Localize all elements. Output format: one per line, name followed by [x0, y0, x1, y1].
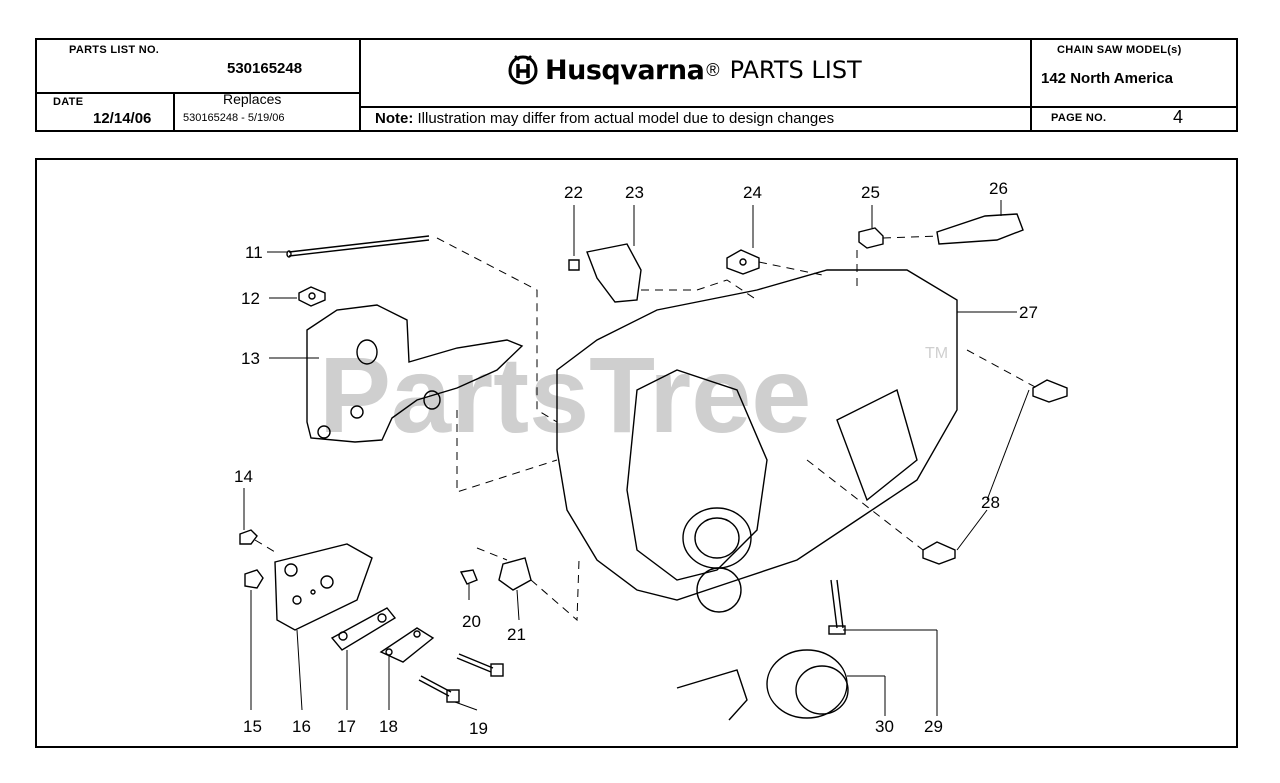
part-26-tool — [936, 213, 1024, 245]
part-17-plate — [330, 607, 397, 651]
parts-list-header: PARTS LIST NO. 530165248 DATE 12/14/06 R… — [35, 38, 1238, 132]
callout-19: 19 — [469, 719, 488, 738]
part-12-nut — [298, 286, 326, 307]
replaces-value: 530165248 - 5/19/06 — [183, 112, 285, 124]
parts-list-title: PARTS LIST — [729, 56, 862, 84]
header-divider — [173, 92, 175, 132]
header-divider — [359, 106, 1030, 108]
brand-title: Husqvarna ® PARTS LIST — [507, 54, 862, 86]
header-divider — [1030, 40, 1032, 130]
watermark-tm: TM — [925, 345, 948, 362]
callout-numbers: 11 12 13 14 15 16 17 18 19 20 21 22 23 2… — [234, 179, 1038, 738]
crankcase-body — [556, 269, 958, 601]
part-18-bracket — [379, 627, 435, 663]
callout-22: 22 — [564, 183, 583, 202]
callout-28: 28 — [981, 493, 1000, 512]
note-text: Illustration may differ from actual mode… — [417, 110, 835, 127]
registered-mark: ® — [706, 59, 720, 80]
part-23-guard — [586, 243, 642, 303]
callout-24: 24 — [743, 183, 762, 202]
callout-26: 26 — [989, 179, 1008, 198]
page-no-value: 4 — [1173, 107, 1184, 127]
note-label: Note: — [375, 110, 414, 127]
callout-15: 15 — [243, 717, 262, 736]
exploded-parts-diagram: PartsTree TM — [35, 158, 1238, 748]
part-25-nut — [858, 227, 884, 249]
part-11-rod — [288, 235, 430, 257]
header-divider — [37, 92, 359, 94]
part-22-screw — [568, 259, 580, 271]
part-19-bolt — [418, 675, 452, 697]
callout-20: 20 — [462, 612, 481, 631]
parts-list-no: 530165248 — [227, 60, 303, 77]
callout-11: 11 — [245, 243, 263, 262]
callout-29: 29 — [924, 717, 943, 736]
parts-illustration: PartsTree TM — [234, 179, 1068, 738]
header-divider — [359, 40, 361, 130]
callout-12: 12 — [241, 289, 260, 308]
callout-23: 23 — [625, 183, 644, 202]
callout-14: 14 — [234, 467, 253, 486]
part-28-nut-lower — [922, 541, 956, 565]
date-value: 12/14/06 — [93, 110, 152, 127]
date-label: DATE — [53, 96, 84, 108]
watermark: PartsTree — [319, 334, 811, 455]
replaces-label: Replaces — [223, 91, 282, 107]
parts-list-no-label: PARTS LIST NO. — [69, 44, 160, 56]
part-14-screw — [239, 529, 258, 545]
part-16-bar-plate — [274, 543, 373, 631]
callout-18: 18 — [379, 717, 398, 736]
dashed-leaders — [254, 235, 1038, 622]
page-no-label: PAGE NO. — [1051, 112, 1107, 124]
callout-13: 13 — [241, 349, 260, 368]
callout-30: 30 — [875, 717, 894, 736]
part-29-screw — [830, 579, 844, 629]
callout-16: 16 — [292, 717, 311, 736]
callout-27: 27 — [1019, 303, 1038, 322]
callout-25: 25 — [861, 183, 880, 202]
model-value: 142 North America — [1041, 70, 1173, 87]
note-line: Note: Illustration may differ from actua… — [375, 110, 834, 127]
part-15-nut — [244, 569, 264, 589]
callout-21: 21 — [507, 625, 526, 644]
part-20-screw — [459, 569, 478, 585]
husqvarna-logo-icon — [507, 54, 539, 86]
part-13-cover-plate — [306, 304, 524, 443]
part-30-filler-cap — [766, 649, 848, 719]
part-24-nut — [726, 249, 760, 275]
callout-17: 17 — [337, 717, 356, 736]
part-drawings — [239, 213, 1068, 721]
part-21-pad — [498, 557, 532, 591]
callout-leaders — [243, 200, 1030, 716]
header-divider — [1030, 106, 1236, 108]
part-28-nut-upper — [1032, 379, 1068, 403]
model-label: CHAIN SAW MODEL(s) — [1057, 44, 1182, 56]
brand-name: Husqvarna — [545, 54, 705, 86]
